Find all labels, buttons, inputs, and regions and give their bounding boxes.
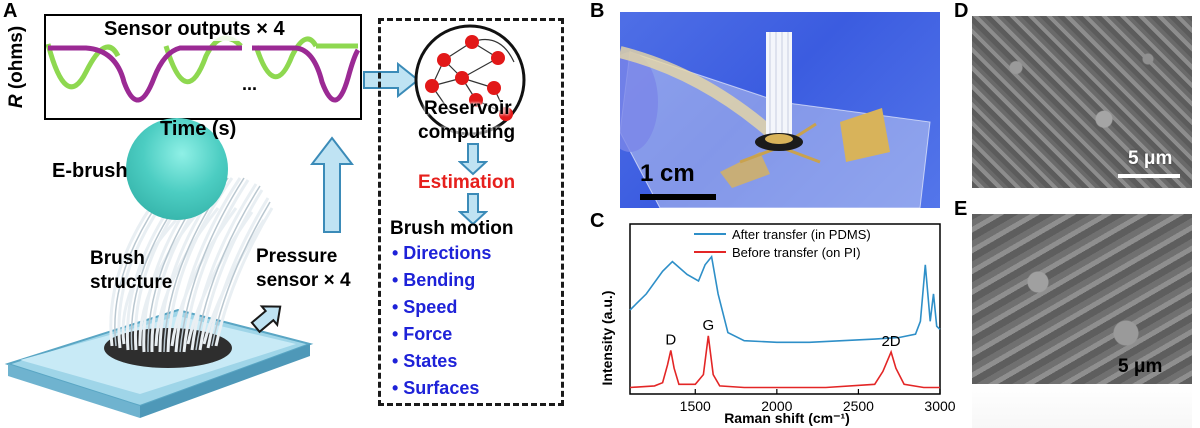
down-arrow-1 <box>458 143 488 176</box>
sem-image-d: 5 μm <box>972 16 1192 188</box>
e-brush-sphere <box>126 118 228 220</box>
panel-c-label: C <box>590 210 605 232</box>
x-tick-label: 1500 <box>680 398 711 414</box>
peak-label: G <box>702 317 714 334</box>
sem-d-scalebar <box>1118 174 1180 178</box>
resistance-symbol: R <box>6 94 27 109</box>
down-arrow-2 <box>458 193 488 226</box>
sem-e-scale-text: 5 μm <box>1118 356 1163 377</box>
purple-sensor-curve-2 <box>252 45 360 103</box>
x-tick-label: 2500 <box>843 398 874 414</box>
pressure-sensor-label-1: Pressure <box>256 246 338 267</box>
series-line-1 <box>629 254 941 344</box>
green-sensor-curve-3 <box>253 36 319 79</box>
chart-x-axis-label: Raman shift (cm⁻¹) <box>724 410 850 426</box>
sem-image-e: 5 μm <box>972 214 1192 384</box>
purple-sensor-curve-1 <box>48 45 242 103</box>
sensor-output-plot: Sensor outputs × 4 ... <box>44 14 362 120</box>
reservoir-label-2: computing <box>418 122 516 143</box>
panel-b-label: B <box>590 0 605 22</box>
chart-y-axis-label: Intensity (a.u.) <box>599 291 615 386</box>
brush-illustration <box>4 177 314 418</box>
sensor-y-axis-label: R (ohms) <box>6 22 28 112</box>
chart-plot-area: 1500 2000 2500 3000 After transfer (in PDMS)… <box>629 223 956 414</box>
photo-scalebar <box>640 194 716 200</box>
right-arrow <box>363 62 420 98</box>
brush-structure-label-1: Brush <box>90 248 145 269</box>
panel-d-label: D <box>954 0 969 22</box>
brush-motion-title: Brush motion <box>390 218 514 239</box>
sem-d-scale-text: 5 μm <box>1128 148 1173 169</box>
motion-item-bending: • Bending <box>392 270 476 290</box>
series-line-2 <box>629 335 940 389</box>
device-photo: 1 cm <box>620 12 940 208</box>
raman-chart: 1500 2000 2500 3000 After transfer (in PDMS)… <box>599 223 956 426</box>
peak-label: 2D <box>881 333 900 350</box>
x-tick-label: 2000 <box>761 398 792 414</box>
reservoir-network <box>414 24 526 136</box>
e-brush-label: E-brush <box>52 160 128 182</box>
ellipsis-text: ... <box>242 74 258 94</box>
motion-item-surfaces: • Surfaces <box>392 378 480 398</box>
panel-a-label: A <box>3 0 18 22</box>
legend-label-1: After transfer (in PDMS) <box>732 227 871 242</box>
peak-label: D <box>665 331 676 348</box>
x-tick-label: 3000 <box>924 398 955 414</box>
green-sensor-curve-1 <box>46 43 121 90</box>
reservoir-dashed-box <box>378 18 564 406</box>
pressure-pointer-arrow <box>250 305 282 334</box>
motion-item-speed: • Speed <box>392 297 458 317</box>
brush-motion-list: • Directions • Bending • Speed • Force •… <box>392 240 491 402</box>
green-sensor-curve-2 <box>163 35 243 84</box>
panel-e-label: E <box>954 198 968 220</box>
motion-item-states: • States <box>392 351 458 371</box>
sensor-output-title: Sensor outputs × 4 <box>100 18 289 41</box>
sensor-output-curves <box>46 35 360 103</box>
brush-structure-label-2: structure <box>90 272 173 293</box>
pressure-sensor-label-2: sensor × 4 <box>256 270 351 291</box>
motion-item-directions: • Directions <box>392 243 492 263</box>
photo-scale-text: 1 cm <box>640 160 695 187</box>
resistance-unit: (ohms) <box>6 25 27 90</box>
reservoir-label-1: Reservoir <box>424 98 512 119</box>
brush-fibers <box>109 177 274 353</box>
sensor-x-axis-label: Time (s) <box>160 118 237 140</box>
watermark-strip <box>972 384 1192 428</box>
up-arrow <box>310 136 354 233</box>
reservoir-nodes <box>425 35 513 121</box>
estimation-label: Estimation <box>418 172 516 193</box>
motion-item-force: • Force <box>392 324 453 344</box>
legend-label-2: Before transfer (on PI) <box>732 245 861 260</box>
